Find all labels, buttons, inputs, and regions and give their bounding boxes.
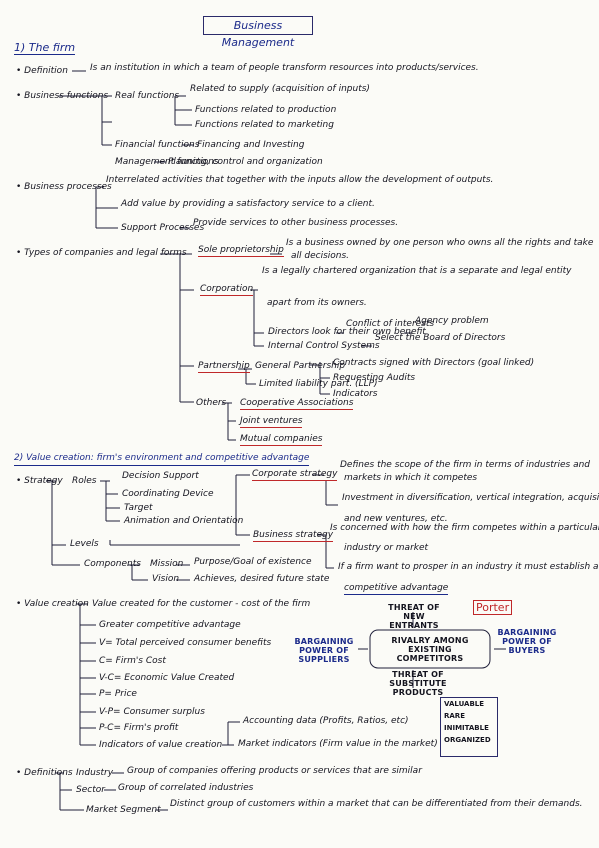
section-1-heading: 1) The firm: [14, 41, 76, 55]
business-processes-label: • Business processes: [16, 182, 112, 192]
levels: Levels: [70, 539, 99, 549]
real-functions: Real functions: [115, 91, 180, 101]
value-creation-3: V= Total perceived consumer benefits: [99, 638, 272, 648]
corporate-strategy: Corporate strategy: [252, 469, 338, 481]
business-process-2: Add value by providing a satisfactory se…: [121, 199, 375, 209]
corporation-text-1: Is a legally chartered organization that…: [262, 266, 572, 276]
vision-text: Achieves, desired future state: [194, 574, 330, 584]
strategy-label: • Strategy: [16, 476, 63, 486]
contracts-signed: Contracts signed with Directors (goal li…: [333, 358, 535, 368]
business-strategy-text-2: industry or market: [344, 543, 429, 553]
porter-buyers: BARGAINING POWER OF BUYERS: [497, 628, 557, 655]
vrio-box: VALUABLE RARE INIMITABLE ORGANIZED: [440, 697, 498, 757]
corporation-text-3: Directors look for their own benefit: [268, 327, 426, 337]
mission-text: Purpose/Goal of existence: [194, 557, 312, 567]
partnership: Partnership: [198, 361, 250, 373]
management-function-1: Planning, control and organization: [168, 157, 323, 167]
roles: Roles: [72, 476, 97, 486]
value-creation-5: V-C= Economic Value Created: [99, 673, 235, 683]
mutual-companies: Mutual companies: [240, 434, 323, 446]
page-title: Business Management: [203, 16, 313, 49]
corporation-text-2: apart from its owners.: [267, 298, 367, 308]
management-functions: Management functions: [115, 157, 219, 167]
role-3: Target: [124, 503, 153, 513]
business-functions-label: • Business functions: [16, 91, 109, 101]
sector-text: Group of correlated industries: [118, 783, 254, 793]
sole-text-2: all decisions.: [291, 251, 350, 261]
types-label: • Types of companies and legal forms: [16, 248, 187, 258]
joint-ventures: Joint ventures: [240, 416, 303, 428]
value-creation-label: • Value creation: [16, 599, 89, 609]
value-creation-9: Indicators of value creation: [99, 740, 223, 750]
requesting-audits: Requesting Audits: [333, 373, 416, 383]
industry-text: Group of companies offering products or …: [127, 766, 422, 776]
general-partnership: General Partnership: [255, 361, 346, 371]
support-processes: Support Processes: [121, 223, 205, 233]
mission: Mission: [150, 559, 184, 569]
vision: Vision: [152, 574, 180, 584]
board-of-directors: Select the Board of Directors: [375, 333, 506, 343]
value-creation-7: V-P= Consumer surplus: [99, 707, 205, 717]
role-4: Animation and Orientation: [124, 516, 244, 526]
limited-liability: Limited liability part. (LLP): [259, 379, 378, 389]
business-strategy: Business strategy: [253, 530, 334, 542]
porter-rivalry: RIVALRY AMONG EXISTING COMPETITORS: [391, 636, 469, 663]
role-1: Decision Support: [122, 471, 199, 481]
market-segment: Market Segment: [86, 805, 161, 815]
indicators: Indicators: [333, 389, 378, 399]
sole-text-1: Is a business owned by one person who ow…: [286, 238, 594, 248]
accounting-data: Accounting data (Profits, Ratios, etc): [243, 716, 409, 726]
business-strategy-text-1: Is concerned with how the firm competes …: [330, 523, 599, 533]
vrio-valuable: VALUABLE: [444, 700, 485, 708]
competitive-advantage: competitive advantage: [344, 583, 449, 595]
industry: Industry: [76, 768, 114, 778]
value-creation-2: Greater competitive advantage: [99, 620, 241, 630]
vrio-rare: RARE: [444, 712, 465, 720]
corporate-strategy-text-1: Defines the scope of the firm in terms o…: [340, 460, 591, 470]
vrio-inimitable: INIMITABLE: [444, 724, 489, 732]
market-indicators: Market indicators (Firm value in the mar…: [238, 739, 438, 749]
sector: Sector: [76, 785, 105, 795]
definitions-label: • Definitions: [16, 768, 73, 778]
real-function-2: Functions related to production: [195, 105, 337, 115]
business-process-1: Interrelated activities that together wi…: [106, 175, 494, 185]
sole-proprietorship: Sole proprietorship: [198, 245, 284, 257]
porter-substitutes: THREAT OF SUBSTITUTE PRODUCTS: [389, 670, 447, 697]
definition-text: Is an institution in which a team of peo…: [90, 63, 479, 73]
value-creation-4: C= Firm's Cost: [99, 656, 166, 666]
internal-control: Internal Control Systems: [268, 341, 380, 351]
components: Components: [84, 559, 141, 569]
corporation: Corporation: [200, 284, 254, 296]
vrio-organized: ORGANIZED: [444, 736, 491, 744]
section-2-heading: 2) Value creation: firm's environment an…: [14, 452, 310, 466]
porter-new-entrants: THREAT OF NEW ENTRANTS: [388, 603, 440, 630]
corporate-strategy-text-4: and new ventures, etc.: [344, 514, 448, 524]
corporate-strategy-text-3: Investment in diversification, vertical …: [342, 493, 599, 503]
role-2: Coordinating Device: [122, 489, 214, 499]
real-function-3: Functions related to marketing: [195, 120, 334, 130]
cooperative-associations: Cooperative Associations: [240, 398, 354, 410]
real-function-1: Related to supply (acquisition of inputs…: [190, 84, 370, 94]
conflict-of-interests: Conflict of interests: [346, 319, 435, 329]
support-processes-text: Provide services to other business proce…: [193, 218, 399, 228]
others: Others: [196, 398, 227, 408]
definition-label: • Definition: [16, 66, 68, 76]
value-creation-1: Value created for the customer - cost of…: [92, 599, 311, 609]
business-strategy-text-3: If a firm want to prosper in an industry…: [338, 562, 599, 572]
agency-problem: Agency problem: [415, 316, 489, 326]
corporate-strategy-text-2: markets in which it competes: [344, 473, 478, 483]
financial-functions: Financial functions: [115, 140, 200, 150]
value-creation-8: P-C= Firm's profit: [99, 723, 179, 733]
financial-function-1: Financing and Investing: [197, 140, 305, 150]
value-creation-6: P= Price: [99, 689, 137, 699]
porter-suppliers: BARGAINING POWER OF SUPPLIERS: [294, 637, 354, 664]
porter-label: Porter: [473, 600, 513, 615]
market-segment-text: Distinct group of customers within a mar…: [170, 799, 583, 809]
